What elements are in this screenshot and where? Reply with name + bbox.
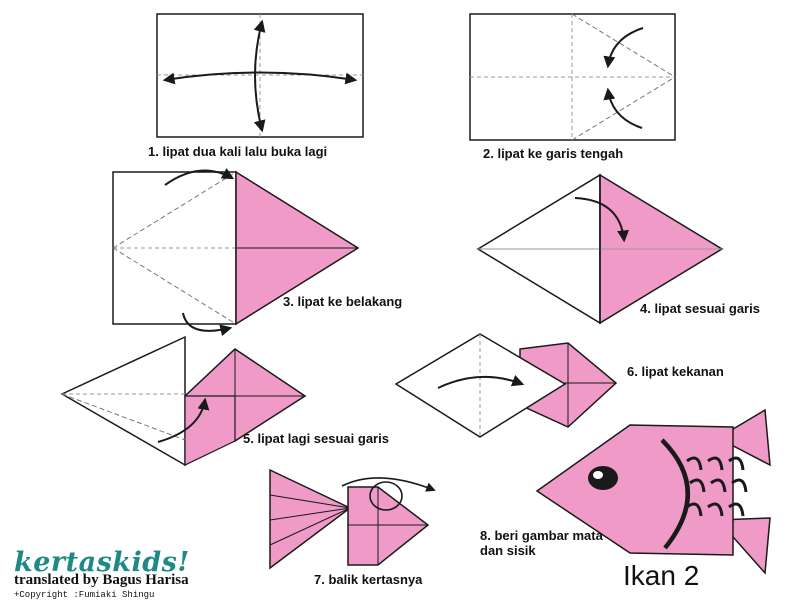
step-1-diagram — [157, 14, 363, 137]
step-6-diagram — [396, 334, 616, 437]
step-5-caption: 5. lipat lagi sesuai garis — [243, 431, 389, 446]
step-6-caption: 6. lipat kekanan — [627, 364, 724, 379]
step-3-caption: 3. lipat ke belakang — [283, 294, 402, 309]
translated-by: translated by Bagus Harisa — [14, 572, 189, 589]
diagram-title: Ikan 2 — [623, 560, 699, 592]
fish-eye-icon — [588, 466, 618, 490]
step-7-diagram — [270, 470, 434, 568]
copyright-text: +Copyright :Fumiaki Shingu — [14, 590, 154, 600]
step-2-diagram — [470, 14, 675, 140]
step-2-caption: 2. lipat ke garis tengah — [483, 146, 623, 161]
step-4-caption: 4. lipat sesuai garis — [640, 301, 760, 316]
step-1-caption: 1. lipat dua kali lalu buka lagi — [148, 144, 327, 159]
step-8-caption: 8. beri gambar mata dan sisik — [480, 528, 605, 558]
step-7-caption: 7. balik kertasnya — [314, 572, 422, 587]
